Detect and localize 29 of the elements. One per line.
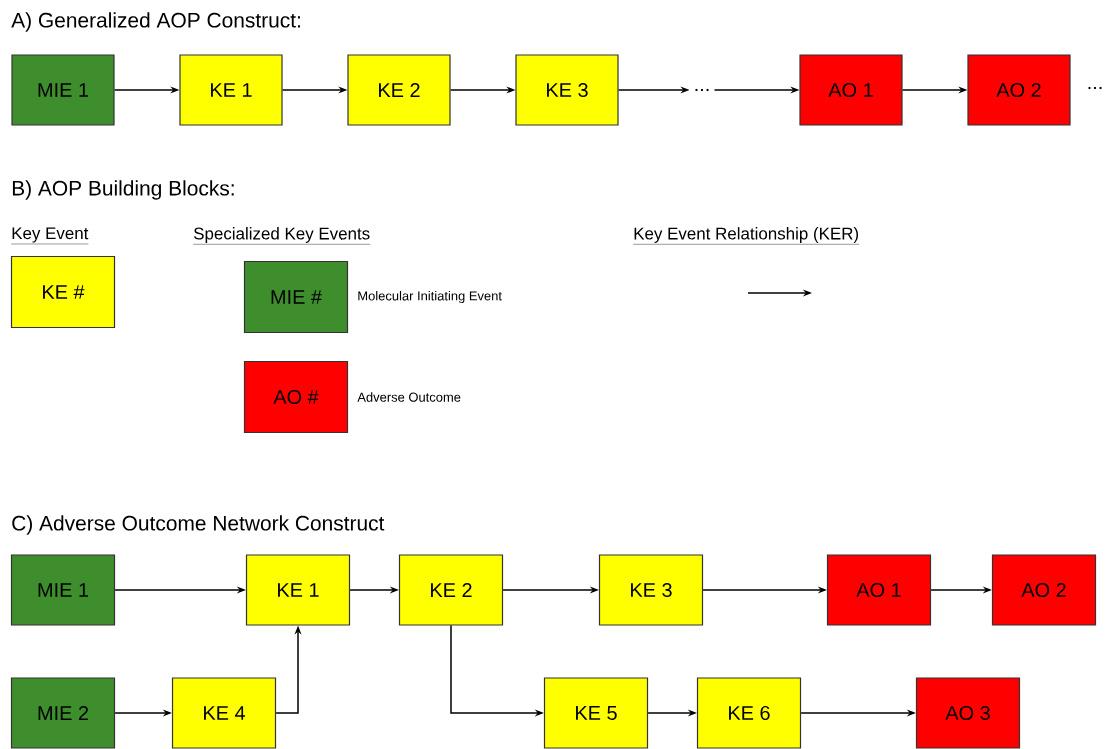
beside-label: Adverse Outcome <box>357 392 461 402</box>
event-box: AO 2 <box>991 554 1097 626</box>
event-box: AO 1 <box>799 54 903 126</box>
event-box: KE 3 <box>515 54 619 126</box>
event-box: KE 4 <box>171 677 277 749</box>
section-heading: B) AOP Building Blocks: <box>12 180 234 200</box>
section-heading: C) Adverse Outcome Network Construct <box>12 515 385 535</box>
column-heading: Specialized Key Events <box>193 227 371 245</box>
event-box: KE 2 <box>398 554 504 626</box>
event-box: KE 5 <box>543 677 649 749</box>
event-box: KE 6 <box>696 677 802 749</box>
event-box: MIE # <box>243 260 349 334</box>
event-box: KE 1 <box>179 54 283 126</box>
event-box: KE 1 <box>245 554 351 626</box>
event-box: AO # <box>243 360 349 434</box>
event-box: AO 1 <box>826 554 932 626</box>
event-box: MIE 2 <box>10 677 116 749</box>
section-heading: A) Generalized AOP Construct: <box>11 12 300 32</box>
event-box: MIE 1 <box>11 54 115 126</box>
event-box: KE 2 <box>347 54 451 126</box>
event-box: KE # <box>10 255 116 329</box>
event-box: MIE 1 <box>10 554 116 626</box>
ellipsis-text: ... <box>1088 86 1102 90</box>
beside-label: Molecular Initiating Event <box>358 290 502 304</box>
column-heading: Key Event Relationship (KER) <box>633 227 860 245</box>
ellipsis-text: ... <box>695 88 709 92</box>
event-box: AO 3 <box>915 677 1021 749</box>
event-box: AO 2 <box>967 54 1071 126</box>
event-box: KE 3 <box>598 554 704 626</box>
